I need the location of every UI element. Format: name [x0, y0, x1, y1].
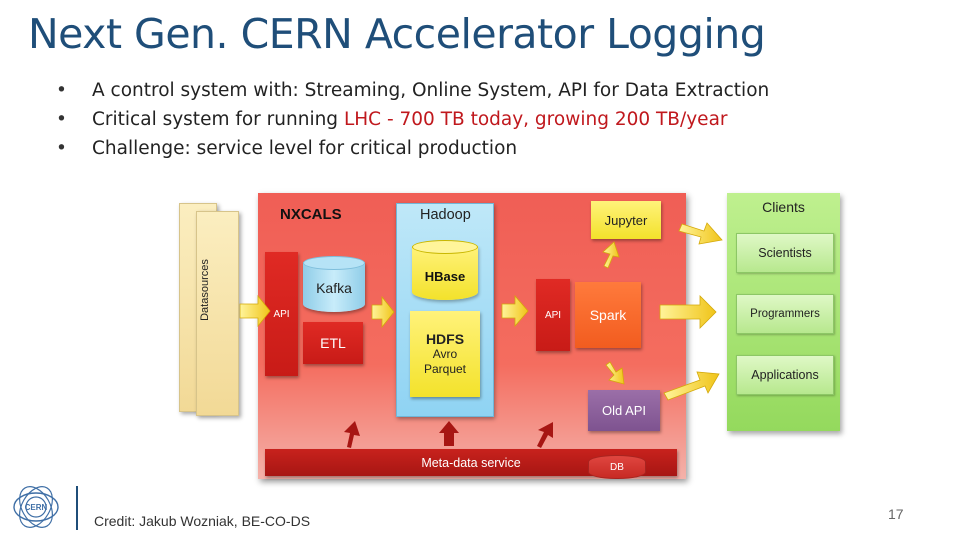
arrow-to-programmers-icon: [659, 295, 717, 329]
client-item-programmers: Programmers: [736, 294, 834, 334]
hbase-cylinder: [412, 246, 478, 300]
jupyter-box: Jupyter: [591, 201, 661, 239]
bullet-list: A control system with: Streaming, Online…: [56, 76, 769, 163]
arrow-etl-to-hadoop-icon: [371, 295, 395, 329]
datasources-sheet-front: [196, 211, 239, 416]
kafka-cylinder-top: [303, 256, 365, 270]
kafka-cylinder: [303, 262, 365, 312]
api-left-box: API: [265, 252, 298, 376]
client-item-scientists: Scientists: [736, 233, 834, 273]
nxcals-label: NXCALS: [280, 206, 342, 223]
bullet-item: Challenge: service level for critical pr…: [56, 134, 769, 163]
client-item-applications: Applications: [736, 355, 834, 395]
arrow-to-scientists-icon: [678, 222, 723, 245]
arrow-spark-to-oldapi-icon: [605, 361, 625, 385]
kafka-label: Kafka: [316, 280, 352, 296]
arrow-to-applications-icon: [663, 371, 720, 401]
avro-label: Avro: [432, 346, 458, 361]
credit-text: Credit: Jakub Wozniak, BE-CO-DS: [94, 513, 311, 529]
parquet-label: Parquet: [423, 361, 467, 376]
old-api-box: Old API: [588, 390, 660, 431]
hadoop-label: Hadoop: [420, 207, 471, 223]
db-cylinder: DB: [588, 455, 646, 479]
slide-title: Next Gen. CERN Accelerator Logging: [28, 10, 766, 58]
hdfs-box: HDFS Avro Parquet: [410, 311, 480, 397]
hbase-label: HBase: [424, 268, 466, 284]
api-right-box: API: [536, 279, 570, 351]
arrow-meta-up-center-icon: [439, 421, 459, 446]
spark-box: Spark: [575, 282, 641, 348]
page-number: 17: [888, 506, 904, 522]
hbase-cylinder-top: [412, 240, 478, 254]
cern-logo-icon: CERN: [13, 486, 59, 528]
arrow-meta-up-right-icon: [537, 422, 553, 448]
footer-divider: [76, 486, 78, 530]
highlight-text: LHC - 700 TB today, growing 200 TB/year: [343, 109, 728, 130]
bullet-item: Critical system for running LHC - 700 TB…: [56, 105, 769, 134]
logo-text: CERN: [25, 503, 48, 512]
hdfs-label: HDFS: [425, 330, 465, 347]
bullet-item: A control system with: Streaming, Online…: [56, 76, 769, 105]
arrow-ds-to-api-icon: [239, 294, 271, 328]
arrow-hadoop-to-api-icon: [501, 294, 529, 328]
clients-label: Clients: [762, 199, 805, 215]
arrow-spark-to-jupyter-icon: [602, 241, 620, 269]
etl-box: ETL: [303, 322, 363, 364]
arrow-meta-up-left-icon: [344, 421, 360, 448]
